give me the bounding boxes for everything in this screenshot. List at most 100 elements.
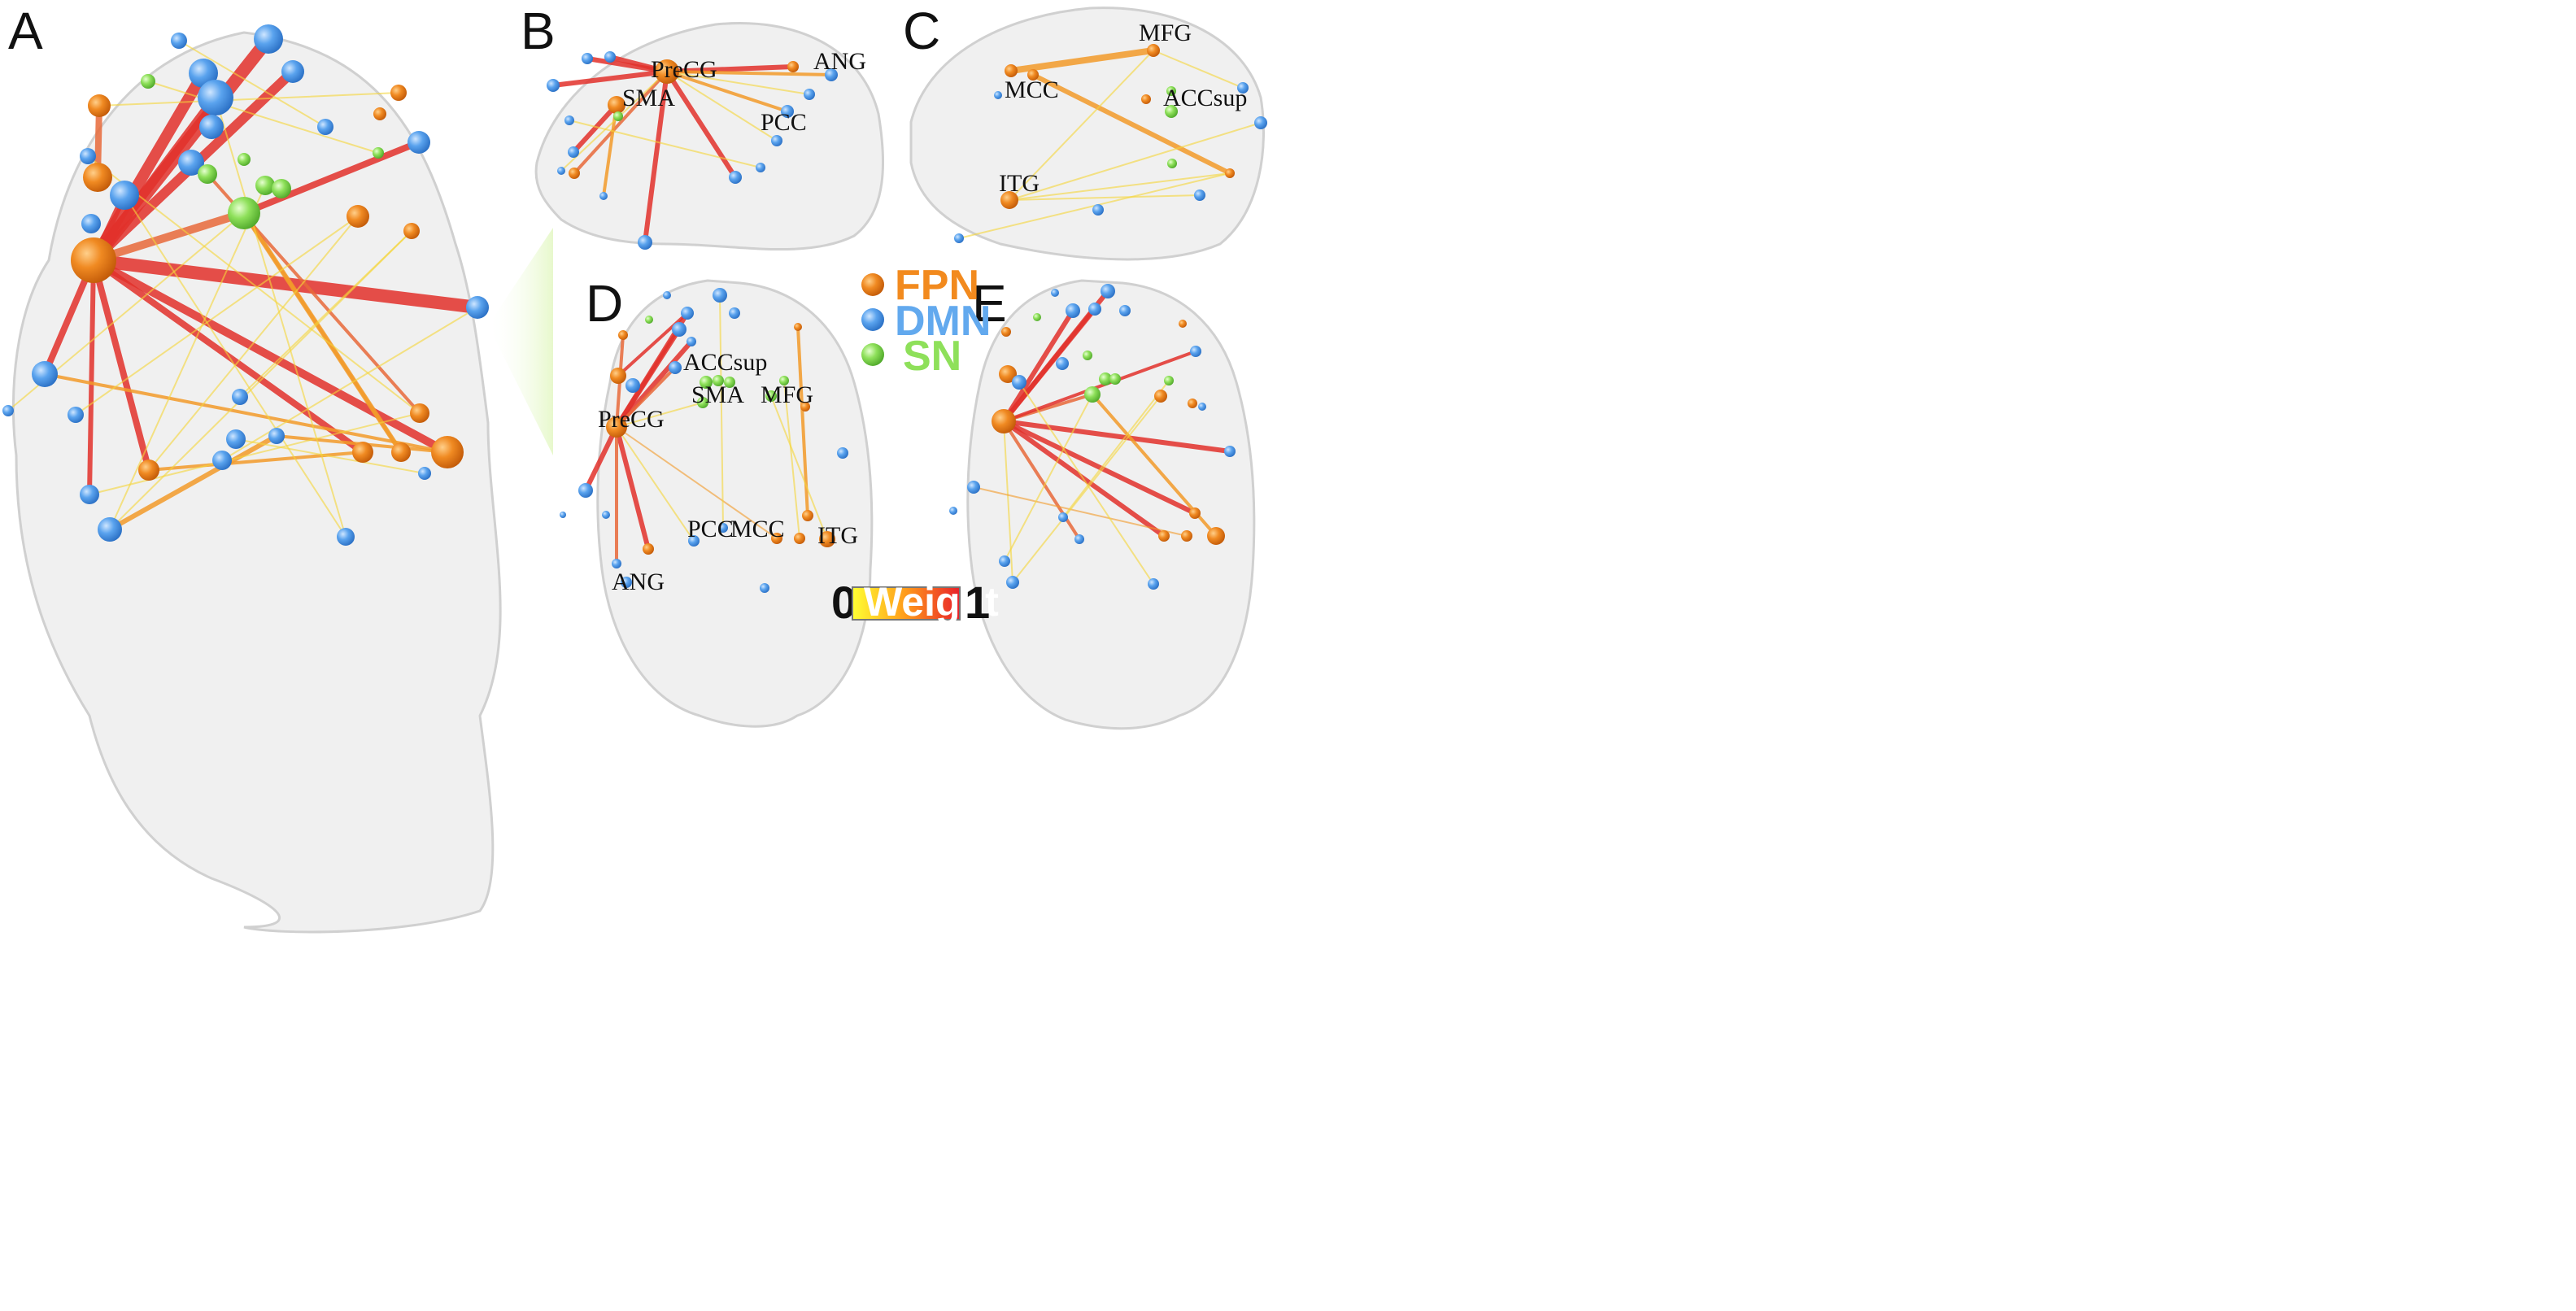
dmn-node-d — [686, 337, 696, 346]
sn-node-a — [238, 153, 251, 166]
dmn-node-e — [949, 507, 957, 515]
dmn-node-a — [32, 361, 58, 387]
fpn-node-a — [88, 94, 111, 117]
fpn-node-a — [410, 403, 429, 423]
fpn-node-a — [138, 460, 159, 481]
fpn-node-d — [802, 510, 813, 521]
region-label-mcc-d: MCC — [730, 516, 785, 542]
fpn-node-d — [794, 323, 802, 331]
legend-fpn-dot — [861, 273, 884, 296]
legend-sn-dot — [861, 343, 884, 366]
dmn-node-b — [547, 79, 560, 92]
fpn-node-a — [352, 442, 373, 463]
edge — [573, 70, 669, 175]
dmn-node-d — [729, 307, 740, 319]
fpn-node-e — [992, 409, 1016, 433]
dmn-node-e — [1012, 375, 1026, 390]
edge — [242, 211, 403, 454]
dmn-node-c — [1194, 189, 1205, 201]
edge — [1004, 394, 1093, 562]
region-label-itg-c: ITG — [999, 170, 1040, 197]
edge — [614, 327, 682, 429]
dmn-node-a — [68, 407, 84, 423]
edge — [1031, 72, 1232, 176]
network-legend: FPN DMN SN — [861, 262, 991, 380]
legend-fpn-label: FPN — [895, 262, 979, 309]
edge — [665, 70, 833, 76]
fpn-node-a — [347, 205, 369, 228]
panel-letter-b: B — [521, 2, 556, 60]
edge — [89, 93, 220, 265]
dmn-node-a — [178, 150, 204, 176]
region-label-sma-b: SMA — [622, 85, 675, 111]
dmn-node-e — [1101, 284, 1115, 298]
sn-node-a — [272, 179, 291, 198]
edge — [90, 257, 152, 473]
dmn-node-a — [408, 131, 430, 154]
dmn-node-e — [1056, 357, 1069, 370]
region-label-mcc-c: MCC — [1005, 76, 1059, 103]
dmn-node-a — [81, 214, 101, 233]
dmn-node-a — [199, 115, 224, 139]
sn-node-e — [1164, 376, 1174, 385]
edge — [1153, 50, 1244, 89]
sn-node-d — [765, 390, 777, 402]
dmn-node-d — [713, 288, 727, 303]
dmn-node-a — [198, 80, 233, 115]
edge — [1009, 50, 1154, 201]
weight-colorbar: 0 Weight 1 — [831, 577, 999, 628]
dmn-node-e — [1148, 578, 1159, 590]
brain-c-sagittal — [909, 7, 1265, 261]
region-labels-b: PreCG SMA ANG PCC — [622, 48, 866, 136]
dmn-node-d — [669, 361, 682, 374]
dmn-node-e — [1190, 346, 1201, 357]
brain-a-axial — [11, 31, 502, 934]
edge — [616, 426, 695, 542]
dmn-node-b — [781, 105, 794, 118]
dmn-node-e — [967, 481, 980, 494]
edge — [615, 366, 677, 429]
sn-node-a — [198, 164, 217, 184]
brain-silhouettes — [11, 7, 1265, 934]
dmn-node-c — [994, 91, 1002, 99]
fpn-node-b — [655, 59, 679, 84]
dmn-node-c — [954, 233, 964, 243]
dmn-node-a — [2, 405, 14, 416]
dmn-node-d — [621, 577, 632, 588]
fpn-node-c — [1000, 191, 1018, 209]
region-label-sma-d: SMA — [691, 381, 744, 408]
region-label-pcc-b: PCC — [761, 109, 807, 136]
edge — [666, 71, 810, 95]
sn-node-a — [141, 74, 155, 89]
fpn-node-a — [431, 436, 464, 468]
dmn-node-a — [171, 33, 187, 49]
edge — [75, 216, 359, 416]
dmn-node-d — [760, 583, 769, 593]
edge — [1001, 308, 1075, 424]
edge — [1062, 380, 1170, 518]
edge — [616, 426, 778, 539]
edge — [719, 294, 724, 529]
edge — [89, 412, 421, 495]
dmn-node-e — [1224, 446, 1236, 457]
sn-node-e — [1109, 373, 1121, 385]
dmn-node-b — [604, 51, 616, 63]
fpn-node-e — [1158, 530, 1170, 542]
dmn-node-d — [718, 523, 728, 533]
dmn-node-e — [1119, 305, 1131, 316]
edge — [973, 486, 1188, 537]
zoom-connector — [488, 228, 553, 455]
region-labels-c: MFG MCC ACCsup ITG — [999, 20, 1247, 197]
edge — [87, 155, 421, 414]
edge — [583, 425, 619, 493]
panel-letter-c: C — [903, 2, 940, 60]
edge — [235, 438, 425, 474]
sn-node-c — [1165, 105, 1178, 118]
fpn-node-a — [373, 107, 386, 120]
edge — [665, 69, 738, 180]
edge — [109, 185, 266, 530]
edge — [1009, 172, 1231, 201]
dmn-node-e — [1198, 403, 1206, 411]
dmn-node-b — [804, 89, 815, 100]
sn-node-e — [1033, 313, 1041, 321]
